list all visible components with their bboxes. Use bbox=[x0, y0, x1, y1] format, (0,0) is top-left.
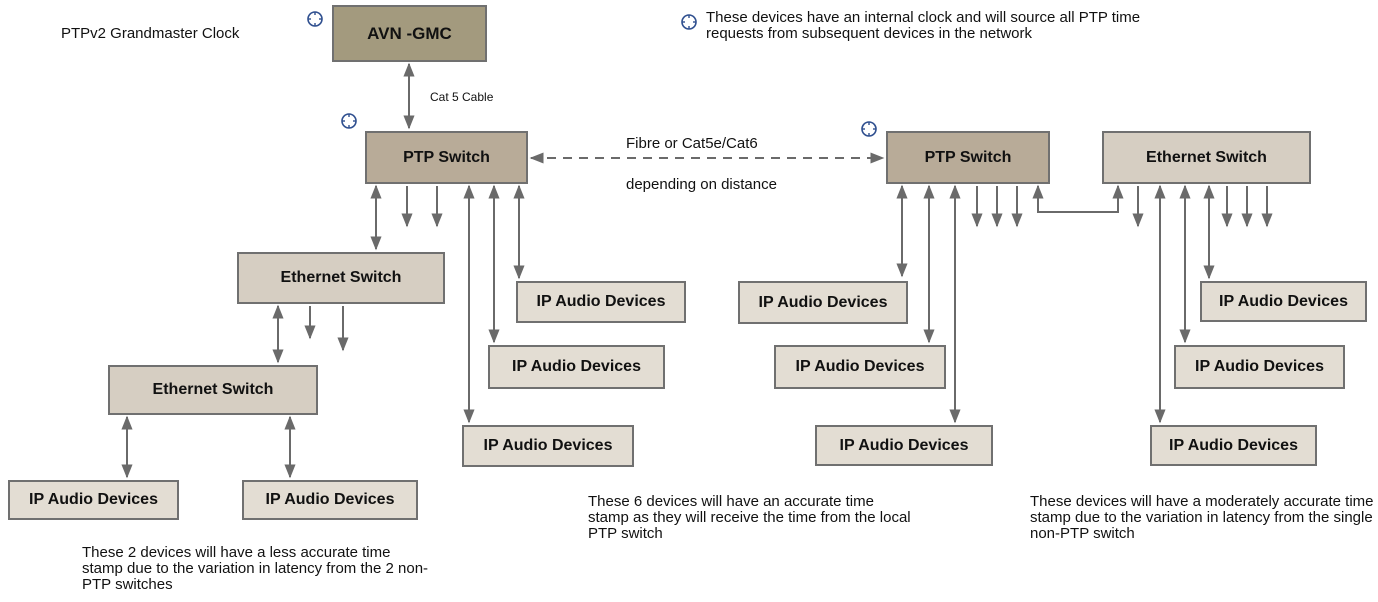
ip-audio-device: IP Audio Devices bbox=[1150, 425, 1317, 466]
ip-audio-device: IP Audio Devices bbox=[8, 480, 179, 520]
ip-audio-device: IP Audio Devices bbox=[516, 281, 686, 323]
clock-icon bbox=[861, 121, 877, 137]
clock-icon bbox=[341, 113, 357, 129]
fibre-label: Fibre or Cat5e/Cat6 bbox=[626, 135, 758, 152]
ethernet-switch-2: Ethernet Switch bbox=[108, 365, 318, 415]
note-left: These 2 devices will have a less accurat… bbox=[82, 544, 429, 593]
ip-audio-device: IP Audio Devices bbox=[488, 345, 665, 389]
note-middle: These 6 devices will have an accurate ti… bbox=[588, 493, 911, 542]
distance-label: depending on distance bbox=[626, 176, 777, 193]
ip-audio-device: IP Audio Devices bbox=[1200, 281, 1367, 322]
grandmaster-label: PTPv2 Grandmaster Clock bbox=[61, 25, 240, 42]
cat5-label: Cat 5 Cable bbox=[430, 90, 494, 104]
ip-audio-device: IP Audio Devices bbox=[774, 345, 946, 389]
ip-audio-device: IP Audio Devices bbox=[815, 425, 993, 466]
ip-audio-device: IP Audio Devices bbox=[242, 480, 418, 520]
ip-audio-device: IP Audio Devices bbox=[738, 281, 908, 324]
ptp-switch-left: PTP Switch bbox=[365, 131, 528, 184]
ip-audio-device: IP Audio Devices bbox=[1174, 345, 1345, 389]
ip-audio-device: IP Audio Devices bbox=[462, 425, 634, 467]
ptp-switch-right: PTP Switch bbox=[886, 131, 1050, 184]
clock-icon bbox=[307, 11, 323, 27]
ethernet-switch-right: Ethernet Switch bbox=[1102, 131, 1311, 184]
legend-clock-icon bbox=[681, 14, 697, 30]
grandmaster-clock-box: AVN -GMC bbox=[332, 5, 487, 62]
legend-text: These devices have an internal clock and… bbox=[706, 9, 1141, 42]
ethernet-switch-1: Ethernet Switch bbox=[237, 252, 445, 304]
note-right: These devices will have a moderately acc… bbox=[1030, 493, 1374, 542]
